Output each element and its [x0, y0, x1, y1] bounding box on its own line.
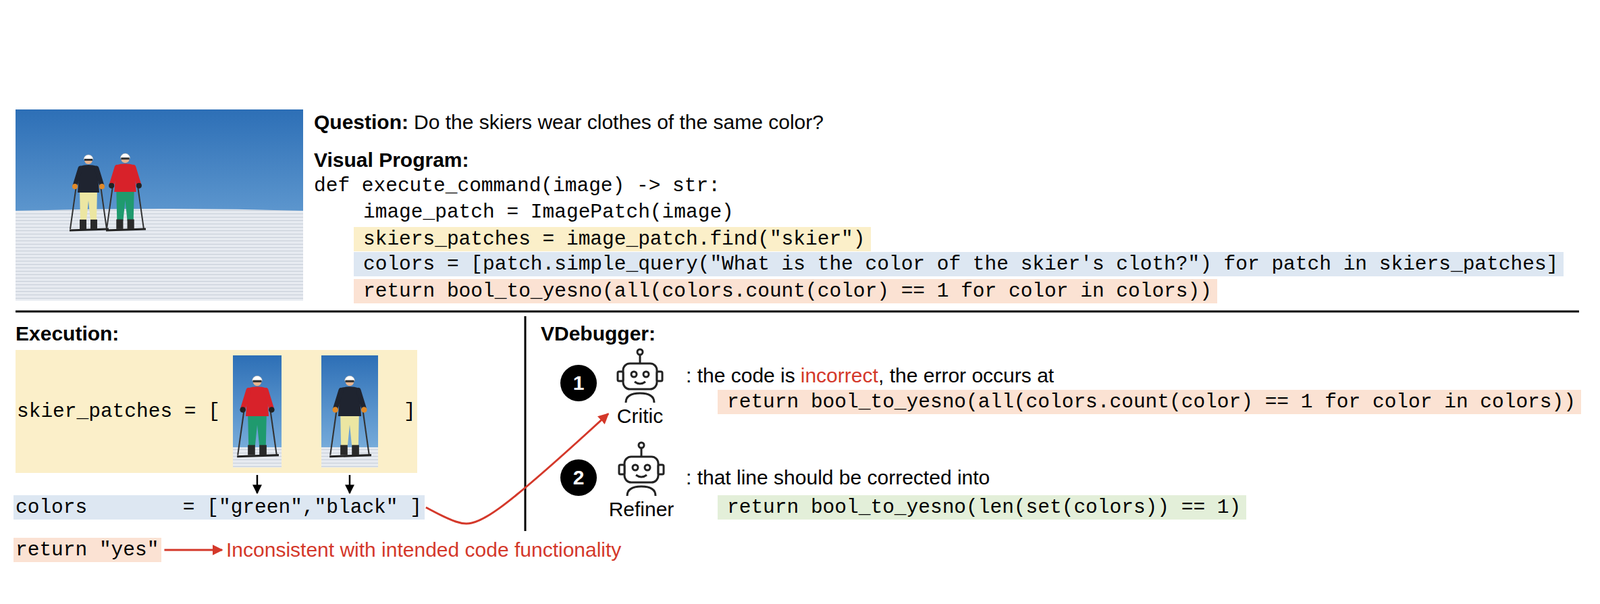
skier-figure — [236, 375, 279, 456]
highlighted-code-line: skiers_patches = image_patch.find("skier… — [353, 226, 871, 252]
step-number-text: 2 — [573, 467, 585, 488]
highlighted-code-line: return bool_to_yesno(all(colors.count(co… — [353, 278, 1218, 304]
highlighted-code-line: colors = [patch.simple_query("What is th… — [353, 251, 1564, 277]
error-note: Inconsistent with intended code function… — [226, 537, 622, 562]
skier-figure — [105, 153, 146, 231]
refiner-agent: Refiner — [608, 440, 675, 522]
step-number: 1 — [560, 364, 597, 402]
execution-value: return "yes" — [13, 537, 162, 562]
code-text: return "yes" — [15, 537, 159, 562]
faulty-code-line: return bool_to_yesno(all(colors.count(co… — [717, 389, 1582, 414]
agent-name: Critic — [617, 403, 663, 429]
error-word: incorrect — [800, 363, 879, 388]
code-text: skier_patches = [ — [16, 398, 221, 424]
code-text: return bool_to_yesno(all(colors.count(co… — [363, 278, 1212, 304]
robot-icon — [617, 349, 663, 403]
skier-photo — [15, 109, 304, 301]
code-text: ] — [403, 398, 416, 424]
section-heading: Execution: — [15, 321, 119, 346]
robot-icon — [610, 440, 672, 497]
feedback-arrow — [425, 413, 609, 524]
step-number: 2 — [560, 459, 597, 496]
agent-name: Refiner — [608, 496, 675, 522]
code-line: image_patch = ImagePatch(image) — [363, 199, 734, 225]
robot-icon — [619, 442, 664, 496]
divider-line — [524, 315, 527, 531]
critic-message: : the code is — [685, 363, 796, 388]
corrected-code-line: return bool_to_yesno(len(set(colors)) ==… — [717, 494, 1247, 520]
skier-patch — [321, 355, 379, 468]
patch-sky — [321, 355, 379, 468]
skier-figure — [329, 375, 372, 456]
code-text: colors = [patch.simple_query("What is th… — [363, 251, 1559, 277]
refiner-message: : that line should be corrected into — [685, 465, 990, 490]
section-heading: VDebugger: — [540, 321, 656, 346]
skier-figure — [69, 154, 109, 231]
divider-line — [15, 310, 1580, 313]
robot-icon — [609, 347, 671, 404]
section-heading: Visual Program: — [313, 147, 470, 173]
step-number-text: 1 — [573, 372, 585, 393]
code-text: return bool_to_yesno(len(set(colors)) ==… — [727, 494, 1241, 520]
question-heading: Question: — [313, 110, 409, 135]
patch-arrow — [349, 474, 352, 493]
execution-value: colors = ["green","black" ] — [13, 494, 425, 520]
question-text: Do the skiers wear clothes of the same c… — [413, 110, 824, 135]
patch-arrow — [256, 474, 259, 493]
execution-panel: skier_patches = [] — [15, 349, 418, 473]
photo-sky — [15, 109, 304, 301]
patch-sky — [232, 355, 282, 468]
code-text: skiers_patches = image_patch.find("skier… — [363, 226, 866, 252]
critic-message: , the error occurs at — [878, 363, 1054, 388]
skier-patch — [232, 355, 282, 468]
photo-snow — [15, 208, 304, 301]
critic-agent: Critic — [609, 347, 671, 429]
error-arrow — [164, 548, 223, 551]
code-text: return bool_to_yesno(all(colors.count(co… — [727, 389, 1576, 414]
code-line: def execute_command(image) -> str: — [313, 173, 721, 198]
code-text: colors = ["green","black" ] — [15, 494, 422, 520]
